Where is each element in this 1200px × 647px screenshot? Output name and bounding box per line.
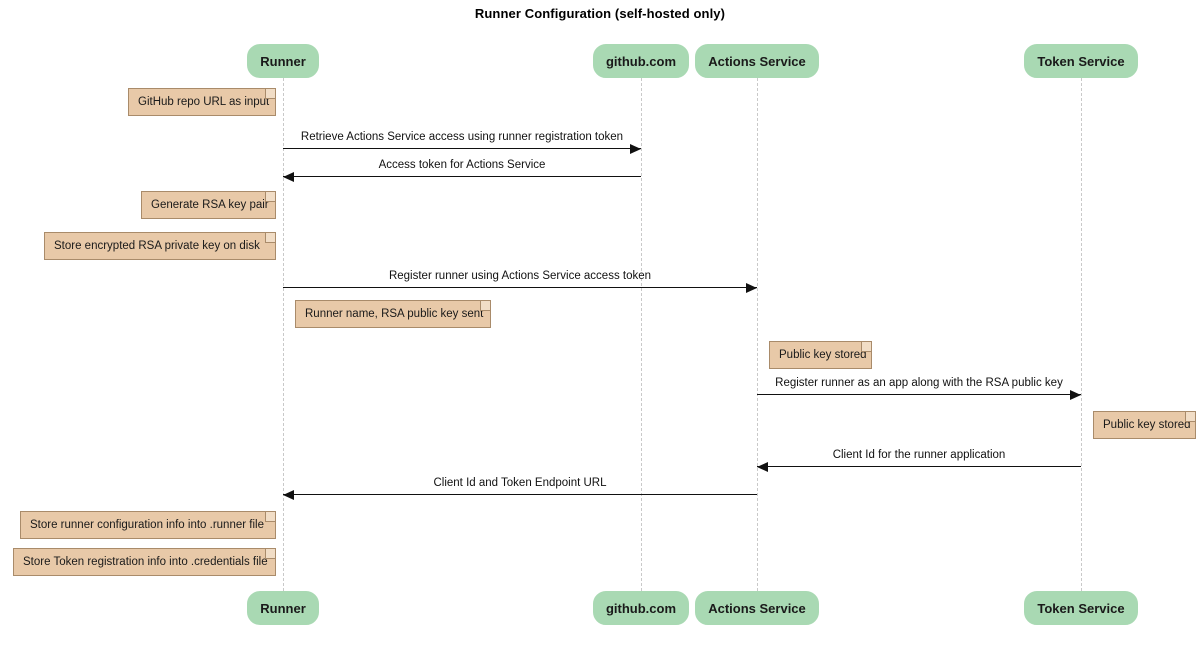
participant-label: Actions Service [708, 600, 806, 616]
note-text: Runner name, RSA public key sent [305, 308, 484, 320]
participant-label: Token Service [1037, 600, 1125, 616]
msg-register-runner-arrowhead [746, 282, 757, 293]
participant-label: Token Service [1037, 53, 1125, 69]
msg-register-app-line [757, 394, 1081, 395]
msg-client-id-line [757, 466, 1081, 467]
note-fold-corner-icon [480, 301, 490, 311]
note-fold-corner-icon [265, 549, 275, 559]
note-text: Store encrypted RSA private key on disk [54, 240, 260, 252]
note-text: Generate RSA key pair [151, 199, 269, 211]
lifeline-token [1081, 78, 1082, 591]
msg-client-id-endpoint-line [283, 494, 757, 495]
msg-access-token-label: Access token for Actions Service [378, 159, 546, 171]
participant-actions-top[interactable]: Actions Service [695, 44, 819, 78]
page-title: Runner Configuration (self-hosted only) [474, 6, 726, 21]
note-fold-corner-icon [265, 233, 275, 243]
msg-client-id-endpoint-arrowhead [283, 489, 294, 500]
msg-register-app-arrowhead [1070, 389, 1081, 400]
participant-label: Runner [260, 600, 306, 616]
note-generate-rsa: Generate RSA key pair [141, 191, 276, 219]
note-fold-corner-icon [265, 89, 275, 99]
participant-label: github.com [605, 600, 677, 616]
lifeline-github [641, 78, 642, 591]
participant-label: Runner [260, 53, 306, 69]
msg-retrieve-access-arrowhead [630, 143, 641, 154]
participant-label: github.com [605, 53, 677, 69]
msg-register-runner-label: Register runner using Actions Service ac… [388, 270, 652, 282]
note-text: Store Token registration info into .cred… [23, 556, 268, 568]
msg-register-app-label: Register runner as an app along with the… [775, 377, 1063, 389]
note-store-runner-config: Store runner configuration info into .ru… [20, 511, 276, 539]
note-runner-name: Runner name, RSA public key sent [295, 300, 491, 328]
participant-token-bottom[interactable]: Token Service [1024, 591, 1138, 625]
note-public-key-stored-actions: Public key stored [769, 341, 872, 369]
participant-github-top[interactable]: github.com [592, 44, 690, 78]
note-text: Public key stored [779, 349, 867, 361]
lifeline-actions [757, 78, 758, 591]
participant-token-top[interactable]: Token Service [1024, 44, 1138, 78]
msg-client-id-endpoint-label: Client Id and Token Endpoint URL [433, 477, 607, 489]
msg-access-token-line [283, 176, 641, 177]
participant-runner-top[interactable]: Runner [247, 44, 319, 78]
msg-retrieve-access-line [283, 148, 641, 149]
note-text: GitHub repo URL as input [138, 96, 270, 108]
note-text: Public key stored [1103, 419, 1191, 431]
note-public-key-stored-token: Public key stored [1093, 411, 1196, 439]
msg-access-token-arrowhead [283, 171, 294, 182]
msg-retrieve-access-label: Retrieve Actions Service access using ru… [300, 131, 624, 143]
participant-actions-bottom[interactable]: Actions Service [695, 591, 819, 625]
msg-client-id-label: Client Id for the runner application [832, 449, 1006, 461]
participant-label: Actions Service [708, 53, 806, 69]
lifeline-runner [283, 78, 284, 591]
note-text: Store runner configuration info into .ru… [30, 519, 264, 531]
note-fold-corner-icon [265, 192, 275, 202]
note-repo-url: GitHub repo URL as input [128, 88, 276, 116]
note-store-private-key: Store encrypted RSA private key on disk [44, 232, 276, 260]
participant-github-bottom[interactable]: github.com [592, 591, 690, 625]
msg-client-id-arrowhead [757, 461, 768, 472]
participant-runner-bottom[interactable]: Runner [247, 591, 319, 625]
note-store-token-registration: Store Token registration info into .cred… [13, 548, 276, 576]
note-fold-corner-icon [265, 512, 275, 522]
note-fold-corner-icon [861, 342, 871, 352]
note-fold-corner-icon [1185, 412, 1195, 422]
msg-register-runner-line [283, 287, 757, 288]
